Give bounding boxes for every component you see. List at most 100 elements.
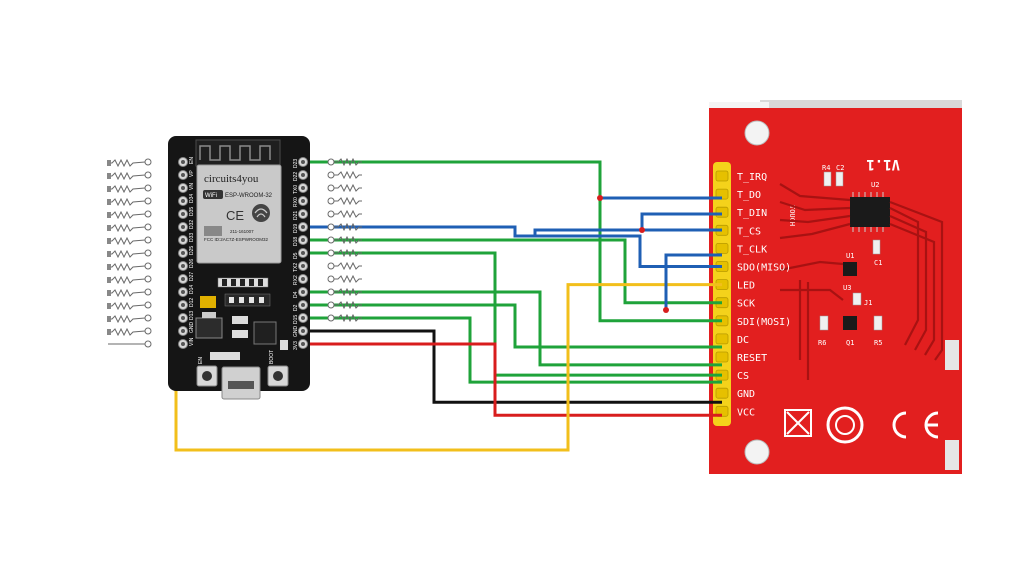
wire-junction-dot: [597, 195, 603, 201]
brand-text: circuits4you: [204, 173, 259, 185]
esp-left-pin-label: GND: [189, 322, 195, 334]
wire-junction-dot: [639, 227, 645, 233]
display-pin-label-cs: CS: [737, 371, 749, 382]
wire-junction-dot: [663, 307, 669, 313]
boot-button-label: BOOT: [269, 350, 275, 364]
esp-right-pin-label: TX0: [293, 185, 299, 194]
left-pin-leads: [107, 158, 152, 348]
wire-d4-dc: [303, 290, 722, 367]
ce-logo-e: [924, 411, 939, 439]
display-pin-label-sck: SCK: [737, 299, 755, 310]
display-pin-label-t-din: T_DIN: [737, 208, 767, 219]
esp-left-pin-label: D32: [189, 220, 195, 229]
display-pin-label-led: LED: [737, 281, 755, 292]
display-top-strip: [709, 102, 769, 108]
side-connector-top: [945, 340, 959, 370]
wifi-label: WiFi: [205, 193, 217, 199]
esp-left-pin-label: D12: [189, 298, 195, 307]
display-pin-label-vcc: VCC: [737, 407, 755, 418]
boot-button-cap[interactable]: [273, 371, 283, 381]
label-c2: C2: [836, 164, 844, 172]
esp-left-pin-label: VP: [189, 170, 195, 177]
label-u1: U1: [846, 252, 854, 260]
tft-display-board: V1.1 TOUCH U2 C2 R4 C1 U1 U3 R6 R5 Q1 J1: [709, 100, 962, 474]
en-button-cap[interactable]: [202, 371, 212, 381]
esp32-board: circuits4you WiFi ESP-WROOM-32 CE FCC ID…: [168, 136, 310, 400]
wire-d19-sdo-miso: [303, 225, 722, 268]
antenna-area: [195, 139, 281, 167]
esp-right-pin-label: D21: [293, 211, 299, 220]
wire-d18-sck: [303, 238, 722, 305]
esp-right-pin-label: D22: [293, 172, 299, 181]
wroom-module: [196, 164, 282, 264]
esp-right-pin-label: D5: [293, 252, 299, 259]
header-pin: [715, 351, 729, 363]
wire-junctions: [597, 195, 669, 313]
resistor-r6: [819, 315, 829, 331]
en-button-label: EN: [198, 357, 204, 364]
esp-right-pin-label: D2: [293, 304, 299, 311]
mounting-hole-bottom: [744, 439, 770, 465]
label-c1: C1: [874, 259, 882, 267]
esp-left-pin-label: D14: [189, 285, 195, 294]
esp-right-pin-label: RX0: [293, 197, 299, 207]
wire-d5-cs: [303, 251, 722, 377]
wire-t-clk-sck: [664, 253, 722, 310]
transistor-q1: [843, 316, 857, 330]
antenna-trace: [199, 145, 271, 161]
display-pin-label-dc: DC: [737, 335, 749, 346]
header-pin: [715, 333, 729, 345]
wire-t-cs: [533, 228, 722, 236]
compliance-logos: [784, 406, 939, 444]
touch-label: TOUCH: [788, 205, 796, 226]
ccc-logo: [826, 406, 864, 444]
header-pin: [715, 242, 729, 254]
voltage-regulator: [195, 317, 223, 339]
display-pin-label-sdi-mosi: SDI(MOSI): [737, 317, 791, 328]
board-components: [195, 277, 288, 360]
label-r5: R5: [874, 339, 882, 347]
esp-left-pin-label: VN: [189, 183, 195, 190]
display-pin-labels: T_IRQT_DOT_DINT_CST_CLKSDO(MISO)LEDSCKSD…: [737, 172, 791, 418]
ce-logo-c: [892, 411, 907, 439]
module-name-text: ESP-WROOM-32: [225, 193, 273, 199]
esp-right-pin-label: D23: [293, 159, 299, 168]
label-r4: R4: [822, 164, 830, 172]
esp-left-pin-label: VIN: [189, 337, 195, 346]
ce-mark: CE: [226, 208, 244, 223]
display-pin-label-t-cs: T_CS: [737, 226, 761, 237]
component-strip-2: [224, 293, 271, 307]
fcc-id-text: FCC ID:2AC7Z-ESPWROOM32: [204, 237, 269, 242]
tantalum-capacitor: [200, 296, 216, 308]
espressif-logo: [252, 204, 270, 222]
mounting-hole-top: [744, 120, 770, 146]
label-q1: Q1: [846, 339, 854, 347]
cert-number-text: 211-161007: [230, 229, 254, 234]
esp-left-pin-label: D25: [189, 246, 195, 255]
wire-3v3-vcc: [303, 342, 722, 417]
pcb-traces: [779, 183, 944, 380]
label-r6: R6: [818, 339, 826, 347]
wire-gnd: [303, 329, 722, 404]
esp-right-pin-label: RX2: [293, 275, 299, 285]
right-pin-leads: [327, 157, 362, 323]
label-j1: J1: [864, 299, 872, 307]
label-u2: U2: [871, 181, 879, 189]
esp32-pins: ENVPVND34D35D32D33D25D26D27D14D12D13GNDV…: [178, 157, 308, 350]
header-pin: [715, 387, 729, 399]
capacitor-c2: [835, 171, 844, 187]
esp-right-pin-label: 3V3: [293, 341, 299, 350]
esp-right-pin-label: D19: [293, 224, 299, 233]
touch-controller-chip: [850, 197, 890, 227]
side-connector-bottom: [945, 440, 959, 470]
resistor-r4: [823, 171, 832, 187]
esp-right-pin-label: D18: [293, 237, 299, 246]
cert-logo: [204, 226, 222, 236]
esp-right-pin-label: D4: [293, 291, 299, 298]
esp-left-pin-label: EN: [189, 157, 195, 164]
regulator-u1: [843, 262, 857, 276]
header-pin: [715, 206, 729, 218]
weee-logo: [784, 409, 812, 437]
